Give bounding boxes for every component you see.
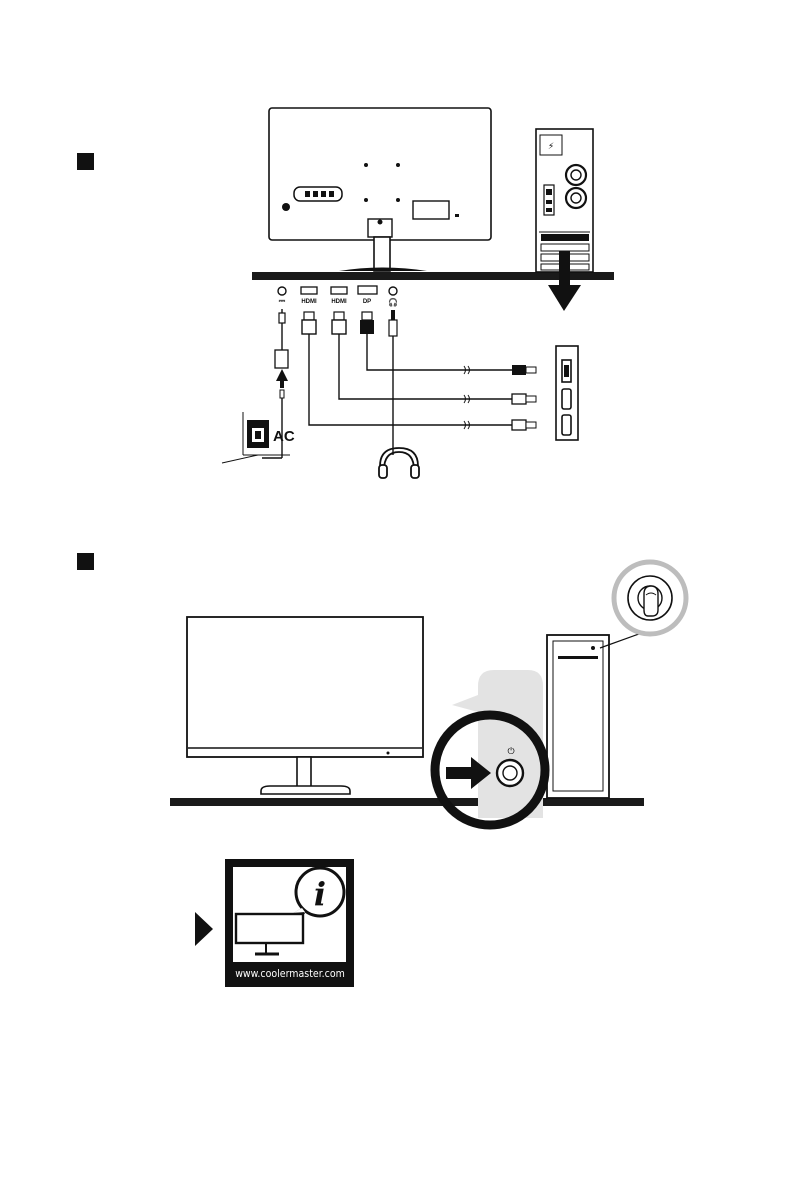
power-icon: ⏻ bbox=[507, 746, 514, 757]
headphone-icon-small: 🎧 bbox=[388, 297, 398, 307]
audio-out-port bbox=[389, 287, 397, 295]
dc-in-symbol: ⎓ bbox=[279, 296, 286, 305]
hdmi-port-2-label: HDMI bbox=[331, 299, 347, 305]
pc-power-zoom bbox=[614, 562, 686, 634]
ac-label: AC bbox=[273, 428, 295, 445]
power-cable: AC bbox=[222, 369, 295, 463]
headphones-icon bbox=[379, 448, 419, 478]
monitor-rear-view bbox=[269, 108, 491, 271]
pc-tower-front bbox=[547, 630, 650, 798]
pc-side-plugs bbox=[512, 365, 536, 430]
pc-tower-rear: ⚡ bbox=[536, 129, 593, 272]
pc-power-button bbox=[591, 646, 595, 650]
monitor-front-view bbox=[187, 617, 423, 794]
desk-top-2 bbox=[170, 798, 644, 806]
connector-heads bbox=[275, 309, 397, 368]
monitor-port-strip: ⎓ HDMI HDMI DP 🎧 bbox=[278, 286, 398, 307]
step-2-power-on: ⏻ bbox=[77, 553, 686, 825]
step-1-marker bbox=[77, 153, 94, 170]
svg-text:⚡: ⚡ bbox=[548, 142, 554, 152]
mini-monitor-icon bbox=[236, 914, 303, 943]
info-icon: i bbox=[314, 875, 326, 913]
dp-port-label: DP bbox=[363, 299, 371, 305]
hdmi-port-2 bbox=[331, 287, 347, 294]
gpu-port-panel bbox=[556, 346, 578, 440]
info-badge: i www.coolermaster.com bbox=[195, 859, 354, 987]
hdmi-port-1 bbox=[301, 287, 317, 294]
hdmi-port-1-label: HDMI bbox=[301, 299, 317, 305]
step-2-marker bbox=[77, 553, 94, 570]
dp-port bbox=[358, 286, 377, 294]
cable-break-marks bbox=[464, 366, 470, 429]
step-1-connections: ⚡ ⎓ HDMI HDMI bbox=[77, 108, 614, 478]
pointer-triangle-icon bbox=[195, 912, 213, 946]
monitor-side-callout bbox=[452, 670, 543, 818]
website-url: www.coolermaster.com bbox=[235, 968, 345, 980]
finger-icon bbox=[644, 586, 658, 616]
signal-cables bbox=[309, 334, 512, 455]
dc-in-port bbox=[278, 287, 286, 295]
